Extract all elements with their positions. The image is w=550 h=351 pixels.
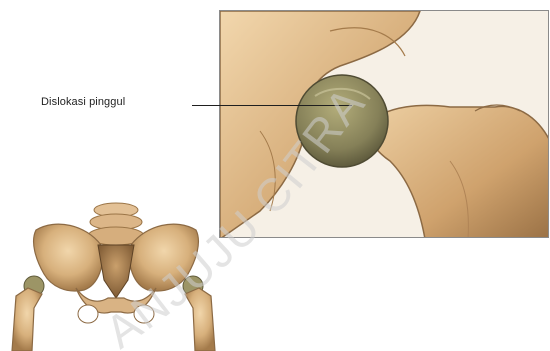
label-leader-line <box>192 105 352 106</box>
pelvis-illustration <box>6 190 221 351</box>
dislocation-label: Dislokasi pinggul <box>41 96 125 108</box>
sacrum <box>98 245 134 298</box>
hip-joint-closeup-illustration <box>220 11 549 238</box>
right-femur <box>183 276 215 351</box>
hip-joint-inset <box>219 10 549 238</box>
left-femur <box>12 276 44 351</box>
lumbar-vertebrae <box>88 203 144 245</box>
